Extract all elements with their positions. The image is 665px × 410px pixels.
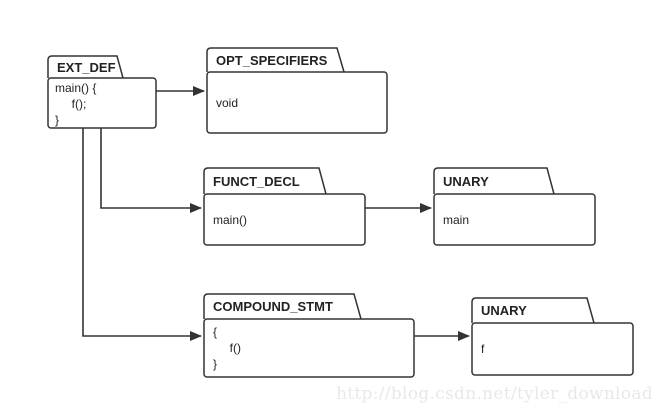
compound-stmt-body: { f() } — [213, 325, 241, 371]
watermark-url: http://blog.csdn.net/tyler_download — [336, 384, 653, 404]
funct-decl-body: main() — [213, 213, 248, 227]
unary-main-title: UNARY — [443, 174, 489, 189]
edge-ext-def-to-compound-stmt — [82, 128, 202, 341]
ext-def-title: EXT_DEF — [57, 60, 116, 75]
node-unary-f — [471, 297, 634, 376]
node-opt-specifiers — [206, 47, 388, 134]
unary-main-body: main — [443, 213, 470, 227]
unary-f-body: f — [481, 342, 485, 356]
funct-decl-title: FUNCT_DECL — [213, 174, 300, 189]
node-unary-main — [433, 167, 596, 246]
compound-stmt-title: COMPOUND_STMT — [213, 299, 333, 314]
unary-f-title: UNARY — [481, 303, 527, 318]
opt-specifiers-body: void — [216, 96, 239, 110]
node-funct-decl — [203, 167, 366, 246]
node-compound-stmt — [203, 293, 415, 378]
opt-specifiers-title: OPT_SPECIFIERS — [216, 53, 328, 68]
edge-ext-def-to-funct-decl — [100, 128, 202, 213]
ext-def-body: main() { f(); } — [55, 81, 97, 127]
node-ext-def — [47, 55, 157, 129]
